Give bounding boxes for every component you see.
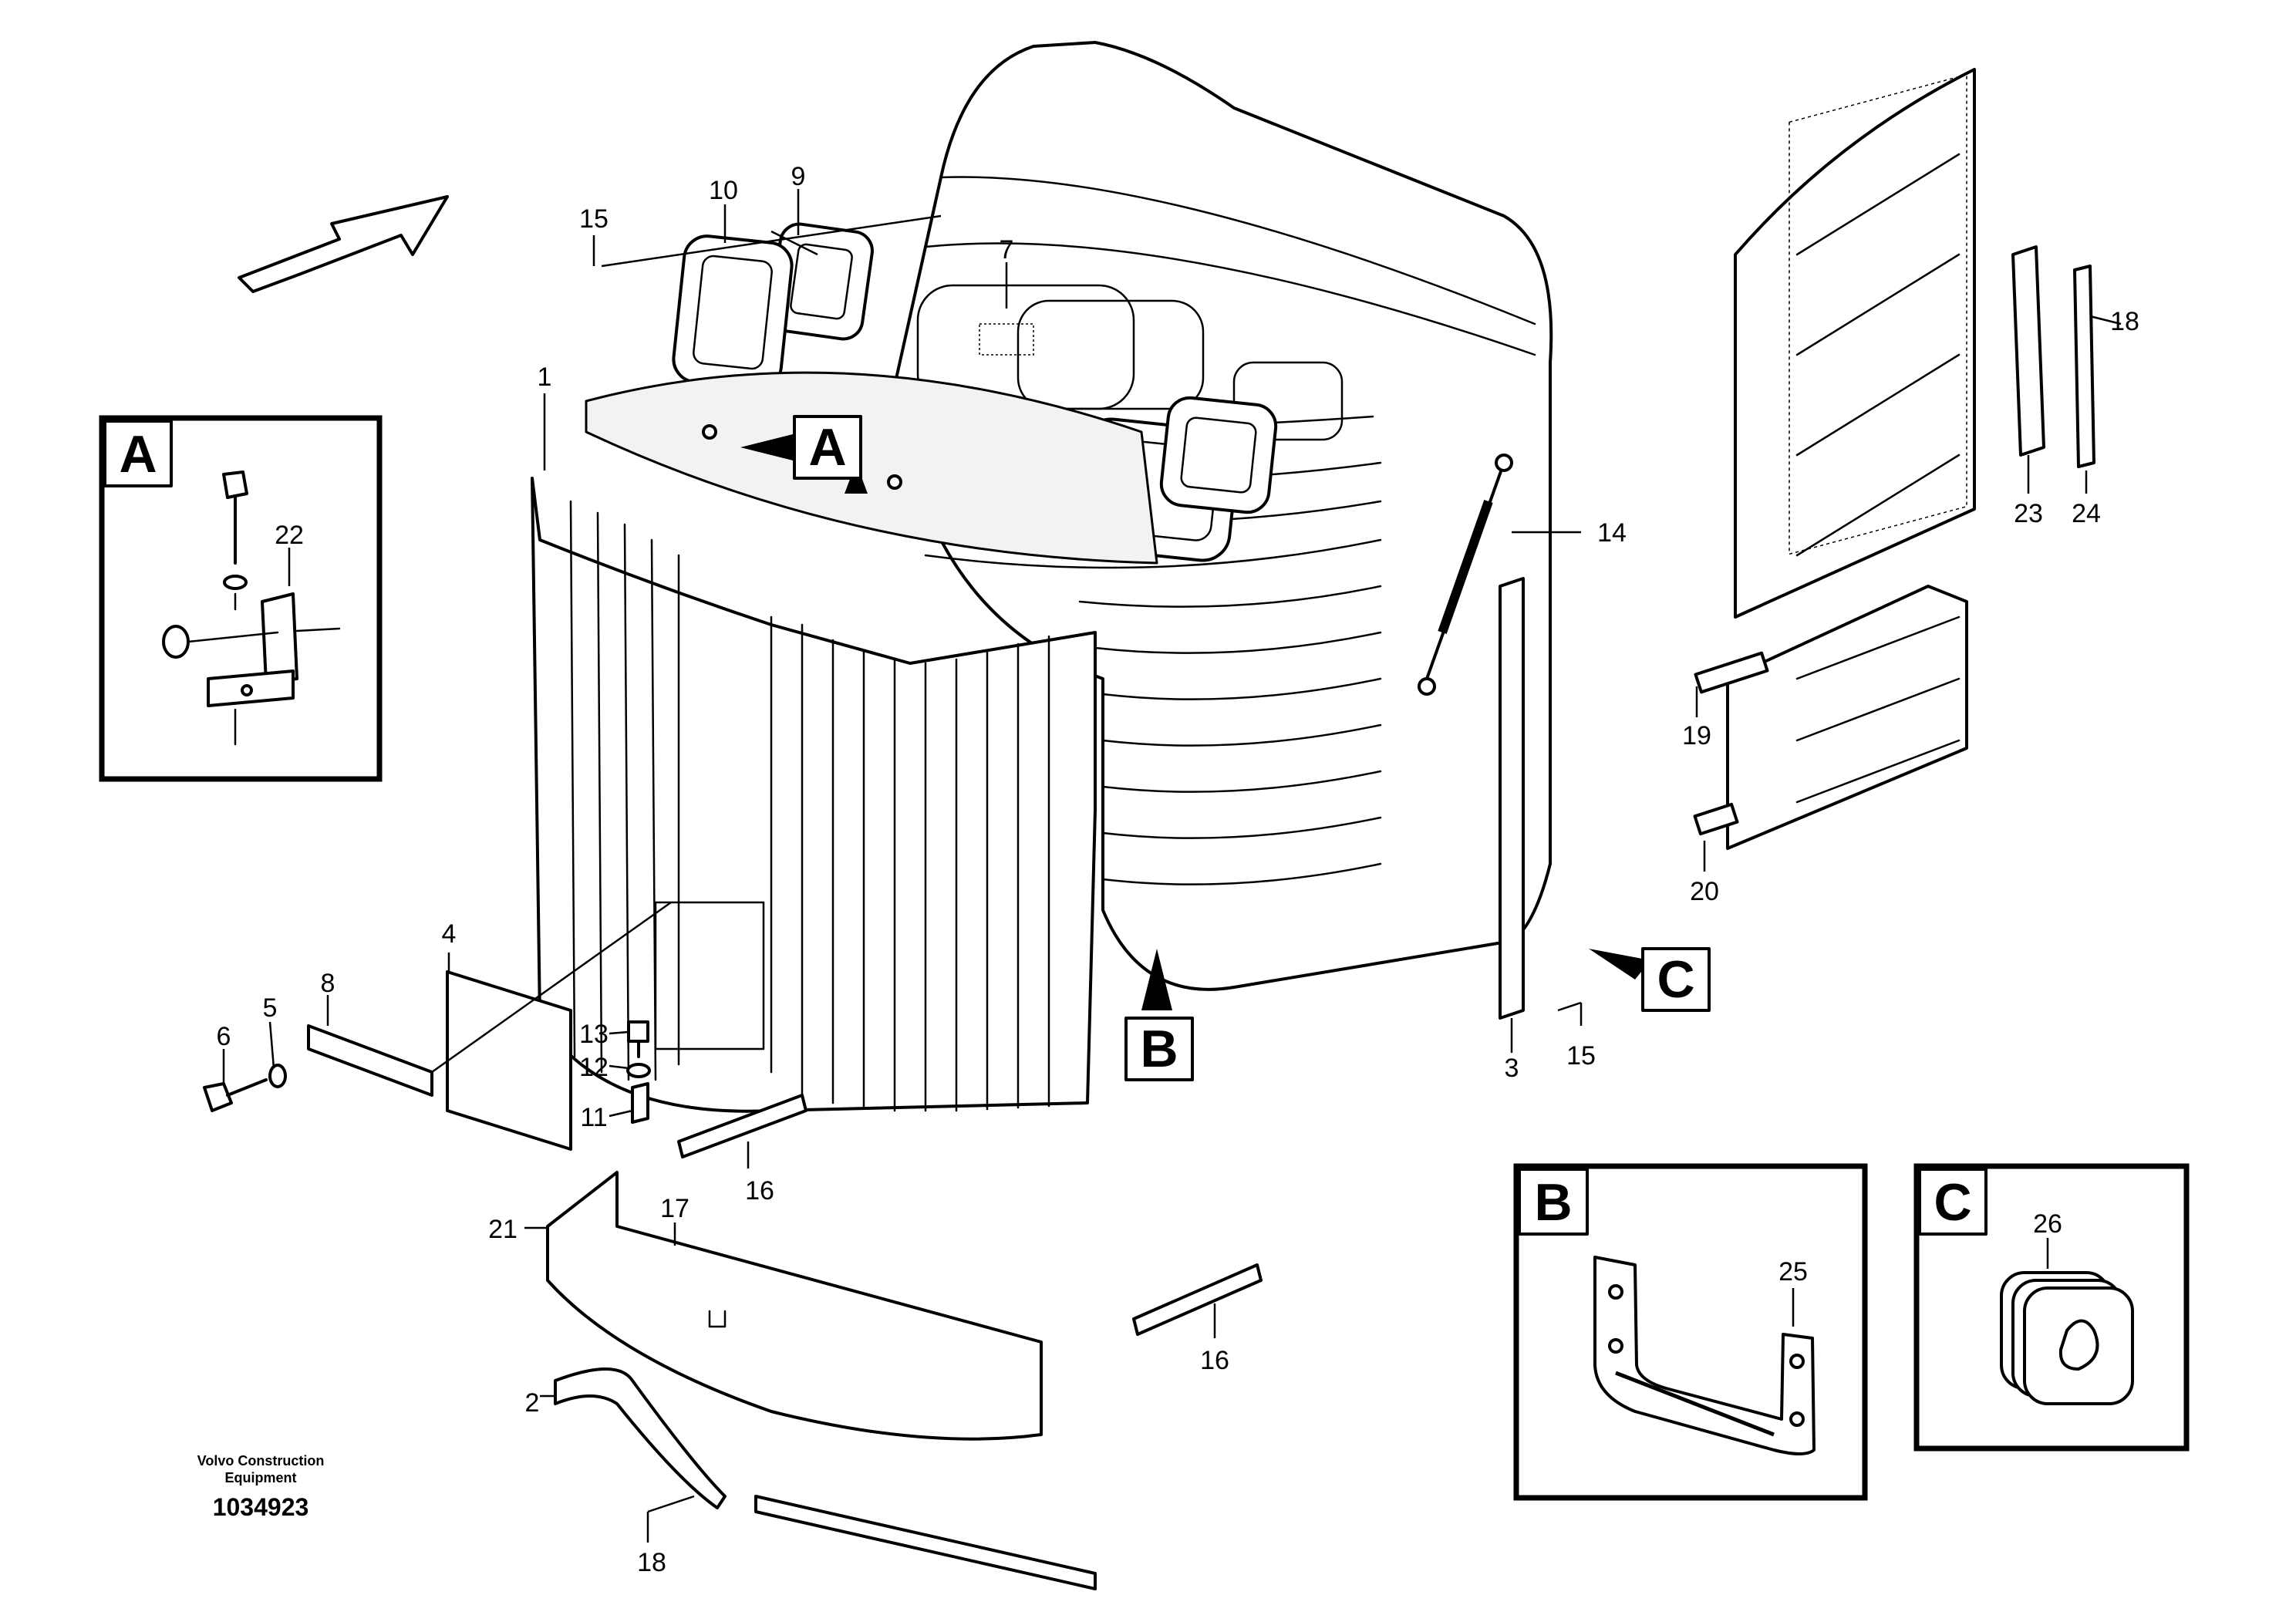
detail-c-label: C bbox=[1934, 1173, 1971, 1232]
front-strip bbox=[585, 371, 1158, 565]
detail-view-b: B bbox=[1513, 1163, 1868, 1501]
callout-11: 11 bbox=[580, 1103, 607, 1132]
gas-strut bbox=[1418, 454, 1513, 696]
callout-25: 25 bbox=[1778, 1257, 1808, 1286]
ref-label-b: B bbox=[1140, 1020, 1178, 1078]
detail-a-label: A bbox=[119, 425, 157, 484]
callout-15b: 15 bbox=[1566, 1041, 1596, 1071]
callout-17: 17 bbox=[660, 1194, 689, 1223]
strap-2 bbox=[554, 1367, 1097, 1590]
callout-16a: 16 bbox=[745, 1176, 774, 1206]
ref-arrow-c bbox=[1589, 949, 1650, 980]
callout-26: 26 bbox=[2033, 1209, 2062, 1239]
callout-4: 4 bbox=[442, 919, 457, 949]
callout-1: 1 bbox=[538, 363, 552, 392]
callout-19: 19 bbox=[1682, 721, 1711, 750]
gasket-10 bbox=[672, 234, 794, 390]
strip-3 bbox=[1499, 577, 1525, 1020]
strip-8 bbox=[307, 1024, 433, 1097]
callout-23: 23 bbox=[2014, 499, 2043, 528]
callout-16b: 16 bbox=[1200, 1346, 1229, 1375]
ref-label-a: A bbox=[808, 418, 846, 477]
ref-label-c: C bbox=[1657, 950, 1694, 1009]
washer-5 bbox=[268, 1064, 287, 1088]
callout-6: 6 bbox=[217, 1022, 231, 1051]
callout-2: 2 bbox=[525, 1388, 540, 1418]
detail-view-c: C bbox=[1913, 1163, 2190, 1452]
callout-3: 3 bbox=[1505, 1054, 1519, 1083]
ref-box-b bbox=[1124, 1017, 1194, 1081]
arrow-direction-icon bbox=[238, 195, 449, 293]
callout-22: 22 bbox=[275, 521, 304, 550]
bracket-24 bbox=[2073, 265, 2095, 468]
grille-lower bbox=[1693, 585, 1968, 850]
footer-block: Volvo Construction Equipment 1034923 bbox=[197, 1453, 325, 1521]
ref-arrow-a bbox=[740, 432, 802, 463]
callout-5: 5 bbox=[263, 993, 278, 1023]
callout-13: 13 bbox=[579, 1020, 609, 1049]
corrugated-panel bbox=[531, 477, 1097, 1113]
leader-lines bbox=[222, 189, 2122, 1543]
callout-24: 24 bbox=[2072, 499, 2101, 528]
callout-20: 20 bbox=[1690, 877, 1719, 906]
washer-12 bbox=[626, 1063, 651, 1078]
callout-18b: 18 bbox=[637, 1548, 666, 1577]
callout-14: 14 bbox=[1597, 518, 1627, 548]
brand-line1: Volvo Construction bbox=[197, 1453, 325, 1469]
callout-18a: 18 bbox=[2110, 307, 2139, 336]
seal-16-lower bbox=[1132, 1263, 1263, 1336]
callout-12: 12 bbox=[579, 1053, 609, 1082]
detail-view-a: A bbox=[99, 415, 383, 782]
document-number: 1034923 bbox=[213, 1493, 309, 1521]
bracket-23 bbox=[2011, 245, 2045, 457]
bolt-13 bbox=[627, 1020, 649, 1058]
callout-labels: 1 2 3 4 5 6 7 8 9 10 11 12 13 14 15 15 1… bbox=[217, 162, 2139, 1577]
callout-15a: 15 bbox=[579, 204, 609, 234]
callout-10: 10 bbox=[709, 176, 738, 205]
skirt-21 bbox=[546, 1171, 1043, 1441]
callout-7: 7 bbox=[1000, 235, 1014, 265]
detail-b-label: B bbox=[1534, 1173, 1572, 1232]
grille-upper bbox=[1734, 68, 1976, 619]
gasket-9 bbox=[769, 222, 874, 341]
plate-4 bbox=[446, 970, 572, 1151]
ref-box-c bbox=[1641, 947, 1711, 1012]
bolt-6 bbox=[203, 1078, 268, 1112]
brand-line2: Equipment bbox=[225, 1470, 297, 1485]
seal-16-upper bbox=[677, 1094, 807, 1158]
ref-arrow-b bbox=[1141, 949, 1172, 1010]
callout-9: 9 bbox=[791, 162, 806, 191]
callout-21: 21 bbox=[488, 1215, 518, 1244]
callout-8: 8 bbox=[321, 969, 335, 998]
ref-box-a bbox=[793, 415, 862, 480]
bracket-11 bbox=[631, 1082, 649, 1124]
